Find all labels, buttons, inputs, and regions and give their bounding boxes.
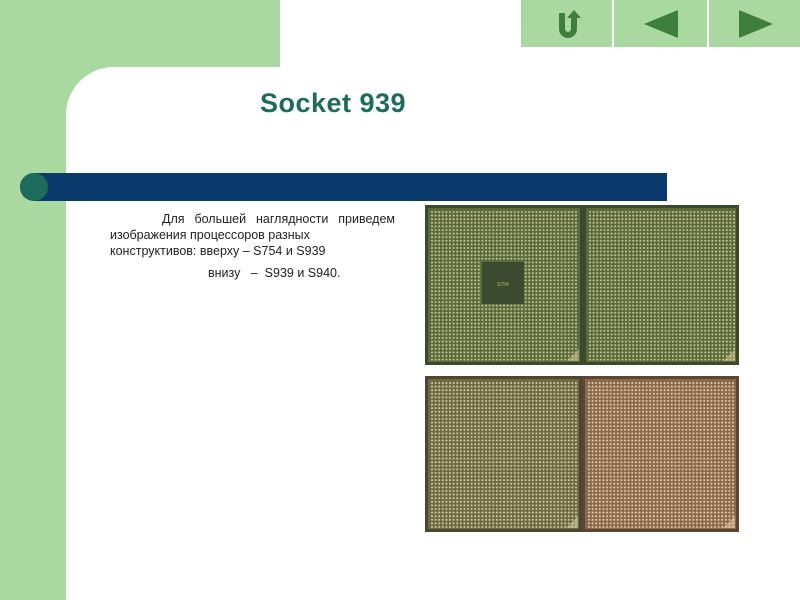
die-marking: S754	[497, 282, 509, 288]
bar-cap	[20, 173, 48, 201]
slide-body: Для большей наглядности приведем изображ…	[110, 211, 395, 281]
title-underline-bar	[20, 173, 667, 201]
next-button[interactable]	[707, 0, 800, 47]
return-icon	[558, 9, 581, 38]
body-line-2: конструктивов: вверху – S754 и S939	[110, 244, 326, 258]
cpu-image-s754: S754	[425, 205, 583, 365]
arrow-right-icon	[738, 9, 773, 38]
cpu-image-s939-top	[583, 205, 739, 365]
prev-button[interactable]	[612, 0, 708, 47]
arrow-left-icon	[644, 9, 678, 38]
cpu-image-s940	[582, 376, 739, 532]
return-button[interactable]	[519, 0, 612, 47]
slide-title: Socket 939	[259, 88, 407, 118]
cpu-image-s939-bottom	[425, 376, 582, 532]
body-line-3: внизу – S939 и S940.	[208, 266, 341, 280]
body-line-1: Для большей наглядности приведем изображ…	[110, 212, 395, 242]
